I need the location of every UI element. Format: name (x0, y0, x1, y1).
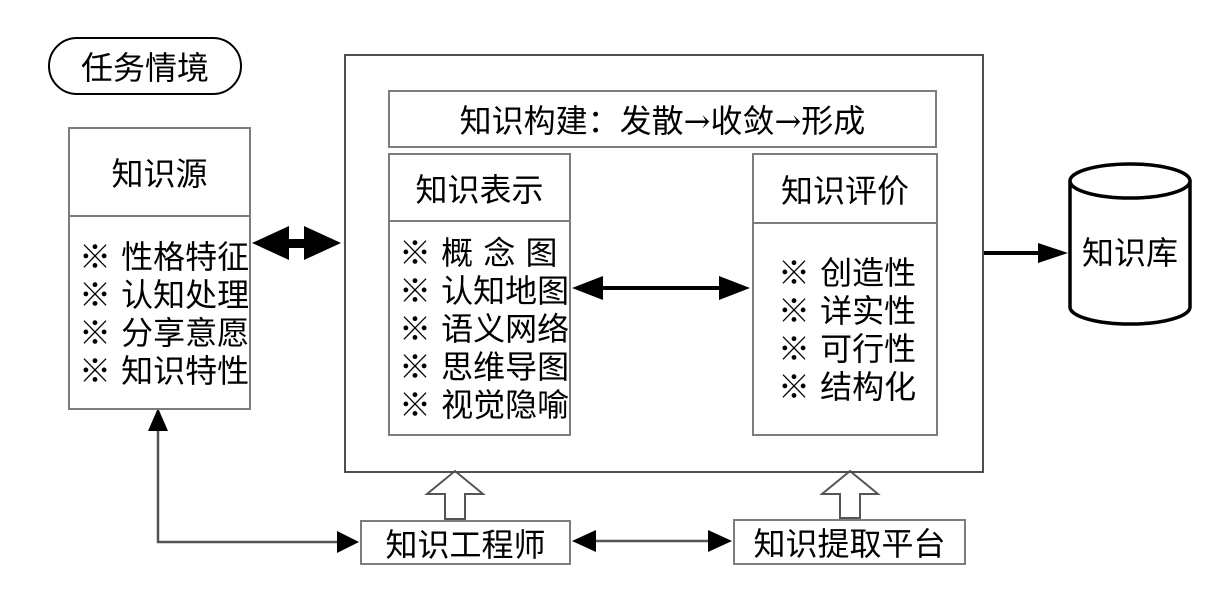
knowledge-source-list: ※ 性格特征 ※ 认知处理 ※ 分享意愿 ※ 知识特性 (70, 217, 249, 410)
knowledge-evaluation-box: 知识评价 ※ 创造性 ※ 详实性 ※ 可行性 ※ 结构化 (752, 153, 938, 436)
knowledge-construction-title: 知识构建：发散→收敛→形成 (459, 102, 866, 140)
knowledge-extraction-platform-box: 知识提取平台 (733, 519, 966, 565)
bidirectional-arrow-engineer-platform (572, 530, 732, 552)
bidirectional-arrow-source-construction (252, 226, 341, 260)
block-arrow-platform-up (819, 469, 881, 519)
list-item: ※ 可行性 (778, 330, 917, 368)
list-item: ※ 思维导图 (399, 348, 570, 386)
block-arrow-engineer-up (424, 469, 486, 520)
knowledge-representation-title: 知识表示 (390, 155, 569, 222)
knowledge-source-box: 知识源 ※ 性格特征 ※ 认知处理 ※ 分享意愿 ※ 知识特性 (68, 127, 251, 410)
task-context-label: 任务情境 (80, 49, 209, 87)
knowledge-base-label: 知识库 (1081, 234, 1178, 272)
list-item: ※ 创造性 (778, 254, 917, 292)
knowledge-engineer-box: 知识工程师 (360, 520, 571, 565)
list-item: ※ 认知地图 (399, 272, 570, 310)
knowledge-construction-box: 知识构建：发散→收敛→形成 (388, 90, 937, 148)
list-item: ※ 性格特征 (79, 237, 250, 276)
list-item: ※ 语义网络 (399, 310, 570, 348)
task-context-shape: 任务情境 (48, 37, 242, 95)
list-item: ※ 概 念 图 (399, 234, 558, 272)
list-item: ※ 分享意愿 (79, 313, 250, 352)
knowledge-engineer-label: 知识工程师 (385, 525, 546, 564)
knowledge-representation-box: 知识表示 ※ 概 念 图 ※ 认知地图 ※ 语义网络 ※ 思维导图 ※ 视觉隐喻 (388, 153, 571, 436)
knowledge-representation-list: ※ 概 念 图 ※ 认知地图 ※ 语义网络 ※ 思维导图 ※ 视觉隐喻 (390, 222, 569, 436)
knowledge-source-title: 知识源 (70, 129, 249, 217)
knowledge-extraction-platform-label: 知识提取平台 (753, 525, 946, 563)
knowledge-evaluation-list: ※ 创造性 ※ 详实性 ※ 可行性 ※ 结构化 (754, 224, 936, 436)
list-item: ※ 视觉隐喻 (399, 386, 570, 424)
list-item: ※ 结构化 (778, 368, 917, 406)
construction-container-box (344, 54, 984, 473)
connector-engineer-source (148, 408, 359, 553)
list-item: ※ 知识特性 (79, 351, 250, 390)
list-item: ※ 详实性 (778, 292, 917, 330)
knowledge-evaluation-title: 知识评价 (754, 155, 936, 224)
list-item: ※ 认知处理 (79, 275, 250, 314)
arrow-construction-knowledgebase (984, 243, 1068, 263)
